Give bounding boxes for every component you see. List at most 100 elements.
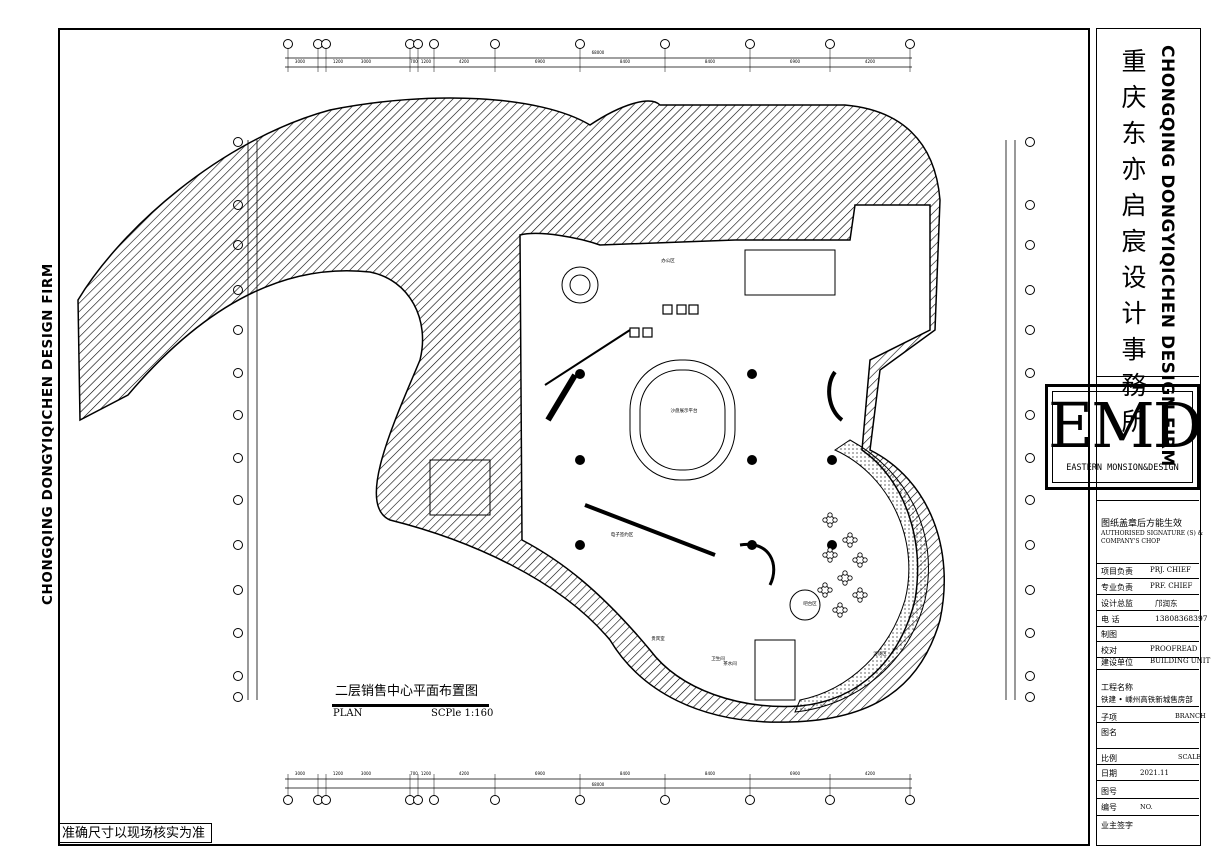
grid-bubble bbox=[233, 495, 243, 505]
tb-row-en: PRJ. CHIEF bbox=[1150, 566, 1191, 574]
room-label: 洽谈区 bbox=[873, 650, 887, 657]
tb-row-label: 设计总监 bbox=[1101, 599, 1133, 608]
branch-label-cn: 子项 bbox=[1101, 713, 1117, 722]
grid-bubble bbox=[233, 325, 243, 335]
grid-bubble bbox=[1025, 453, 1035, 463]
grid-bubble bbox=[1025, 285, 1035, 295]
round-meeting bbox=[789, 589, 821, 621]
tb-row-value: 13808368397 bbox=[1155, 614, 1208, 623]
seat-box bbox=[676, 304, 687, 315]
grid-bubble bbox=[233, 628, 243, 638]
tb-row-label: 项目负责 bbox=[1101, 567, 1133, 576]
column bbox=[827, 455, 837, 465]
grid-bubble bbox=[429, 39, 439, 49]
emd-logo-box: EMD EASTERN MONSION&DESIGN bbox=[1045, 384, 1202, 490]
grid-bubble bbox=[1025, 200, 1035, 210]
tb-row-divider bbox=[1097, 626, 1199, 627]
grid-bubble bbox=[233, 692, 243, 702]
drawing-name-label: 图名 bbox=[1101, 728, 1117, 737]
chair-set bbox=[817, 582, 833, 598]
grid-bubble bbox=[825, 39, 835, 49]
chair-set bbox=[822, 512, 838, 528]
number-label-cn: 编号 bbox=[1101, 803, 1117, 812]
grid-bubble bbox=[660, 795, 670, 805]
grid-bubble bbox=[233, 671, 243, 681]
date-label: 日期 bbox=[1101, 769, 1117, 778]
room-label: 办公区 bbox=[661, 257, 675, 264]
signature-note-en-2: COMPANY'S CHOP bbox=[1101, 538, 1161, 545]
dim-total-bottom: 68000 bbox=[592, 782, 605, 787]
tb-row-label: 电 话 bbox=[1101, 615, 1120, 624]
dim-text-top: 1200 bbox=[421, 59, 432, 64]
tb-row-divider bbox=[1097, 594, 1199, 595]
grid-bubble bbox=[413, 39, 423, 49]
grid-bubble bbox=[233, 410, 243, 420]
title-block-frame bbox=[1096, 28, 1201, 846]
tb-row-label: 专业负责 bbox=[1101, 583, 1133, 592]
plan-scale: SCPle 1:160 bbox=[431, 708, 494, 719]
grid-bubble bbox=[490, 39, 500, 49]
signature-note-en-1: AUTHORISED SIGNATURE (S) & bbox=[1101, 530, 1204, 537]
grid-bubble bbox=[745, 39, 755, 49]
seat-box bbox=[642, 327, 653, 338]
grid-bubble bbox=[1025, 495, 1035, 505]
grid-bubble bbox=[1025, 368, 1035, 378]
grid-bubble bbox=[1025, 540, 1035, 550]
dim-text-bottom: 3000 bbox=[361, 771, 372, 776]
plan-title-cn: 二层销售中心平面布置图 bbox=[335, 684, 479, 699]
grid-bubble bbox=[1025, 671, 1035, 681]
column bbox=[575, 369, 585, 379]
dim-total-top: 68000 bbox=[592, 50, 605, 55]
tb-row-divider bbox=[1097, 610, 1199, 611]
sand-table-platform bbox=[629, 359, 736, 481]
dim-text-bottom: 6900 bbox=[790, 771, 801, 776]
room-label: 电子签约区 bbox=[611, 531, 634, 538]
grid-bubble bbox=[283, 39, 293, 49]
emd-logo-subtitle: EASTERN MONSION&DESIGN bbox=[1066, 463, 1179, 473]
chair-set bbox=[837, 570, 853, 586]
grid-bubble bbox=[1025, 137, 1035, 147]
grid-bubble bbox=[1025, 692, 1035, 702]
grid-bubble bbox=[575, 39, 585, 49]
seat-box bbox=[662, 304, 673, 315]
drawing-number-label: 图号 bbox=[1101, 787, 1117, 796]
dim-text-top: 3000 bbox=[361, 59, 372, 64]
dim-text-bottom: 4200 bbox=[459, 771, 470, 776]
grid-bubble bbox=[575, 795, 585, 805]
grid-bubble bbox=[413, 795, 423, 805]
column bbox=[747, 369, 757, 379]
terrace-dotted-area bbox=[794, 439, 929, 713]
chair-set bbox=[852, 552, 868, 568]
room-label: 吧台区 bbox=[803, 600, 817, 607]
grid-bubble bbox=[233, 540, 243, 550]
interior-elements bbox=[429, 249, 844, 701]
dim-text-bottom: 1200 bbox=[333, 771, 344, 776]
grid-bubble bbox=[233, 453, 243, 463]
emd-logo-mark: EMD bbox=[1048, 389, 1202, 462]
tb-row-divider bbox=[1097, 578, 1199, 579]
grid-bubble bbox=[825, 795, 835, 805]
grid-bubble bbox=[321, 795, 331, 805]
grid-bubble bbox=[233, 368, 243, 378]
dim-text-bottom: 3000 bbox=[295, 771, 306, 776]
dim-text-bottom: 6900 bbox=[535, 771, 546, 776]
dim-text-bottom: 8400 bbox=[620, 771, 631, 776]
grid-bubble bbox=[660, 39, 670, 49]
project-name-value: 铁建 • 嵊州高铁新城售房部 bbox=[1101, 695, 1193, 704]
grid-bubble bbox=[429, 795, 439, 805]
tb-row-label: 制图 bbox=[1101, 630, 1117, 639]
dim-text-top: 6900 bbox=[535, 59, 546, 64]
dim-text-bottom: 8400 bbox=[705, 771, 716, 776]
dim-text-bottom: 4200 bbox=[865, 771, 876, 776]
chair-set bbox=[842, 532, 858, 548]
dim-text-top: 6900 bbox=[790, 59, 801, 64]
column bbox=[747, 540, 757, 550]
left-stair-core bbox=[429, 459, 491, 516]
columns bbox=[575, 369, 837, 550]
grid-bubble bbox=[233, 137, 243, 147]
tb-row-value: 邝润东 bbox=[1155, 599, 1178, 608]
grid-bubble bbox=[1025, 410, 1035, 420]
number-label-en: NO. bbox=[1140, 803, 1153, 811]
column bbox=[575, 540, 585, 550]
